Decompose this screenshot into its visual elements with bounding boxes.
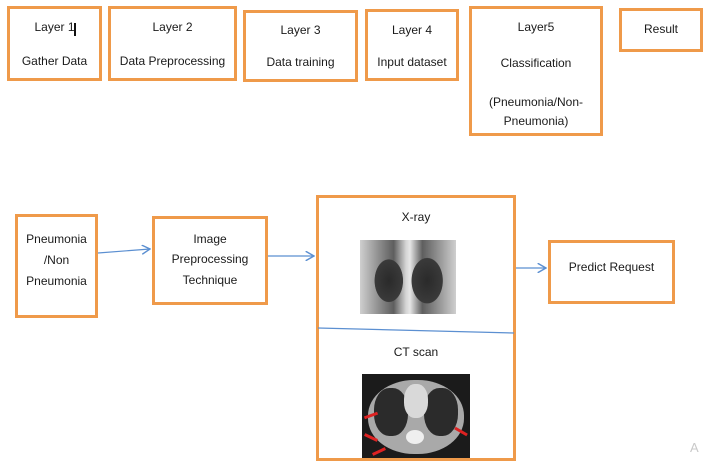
input-class-label: Pneumonia /Non Pneumonia xyxy=(26,232,87,288)
layer-3-title: Layer 3 xyxy=(280,23,321,37)
layer-4-title: Layer 4 xyxy=(391,23,433,37)
input-class-box: Pneumonia /Non Pneumonia xyxy=(15,214,98,318)
preprocessing-box: Image Preprocessing Technique xyxy=(152,216,268,305)
result-box: Result xyxy=(619,8,703,52)
text-cursor-icon xyxy=(74,23,76,36)
layer-5-box: Layer5 Classification (Pneumonia/Non- Pn… xyxy=(469,6,603,136)
layer-1-box: Layer 1 Gather Data xyxy=(7,6,102,81)
imaging-divider xyxy=(317,327,515,334)
layer-5-detail: (Pneumonia/Non- Pneumonia) xyxy=(488,95,584,129)
predict-request-box: Predict Request xyxy=(548,240,675,304)
layer-1-title: Layer 1 xyxy=(34,20,75,34)
layer-4-box: Layer 4 Input dataset xyxy=(365,9,459,81)
preprocessing-label: Image Preprocessing Technique xyxy=(171,232,249,287)
layer-4-subtitle: Input dataset xyxy=(377,55,447,69)
layer-3-subtitle: Data training xyxy=(266,55,335,69)
layer-2-box: Layer 2 Data Preprocessing xyxy=(108,6,237,81)
result-title: Result xyxy=(643,22,678,36)
layer-2-subtitle: Data Preprocessing xyxy=(119,54,226,68)
layer-5-subtitle: Classification xyxy=(500,56,572,70)
xray-image xyxy=(360,240,456,314)
arrow-input-to-preprocessing xyxy=(97,249,150,253)
ct-scan-label: CT scan xyxy=(393,345,439,359)
layer-2-title: Layer 2 xyxy=(152,20,193,34)
xray-label: X-ray xyxy=(401,210,431,224)
layer-1-subtitle: Gather Data xyxy=(21,54,88,68)
layer-3-box: Layer 3 Data training xyxy=(243,10,358,82)
predict-request-label: Predict Request xyxy=(568,260,655,274)
layer-5-title: Layer5 xyxy=(517,20,555,34)
ct-scan-image xyxy=(362,374,470,458)
watermark-text: A xyxy=(690,440,699,455)
